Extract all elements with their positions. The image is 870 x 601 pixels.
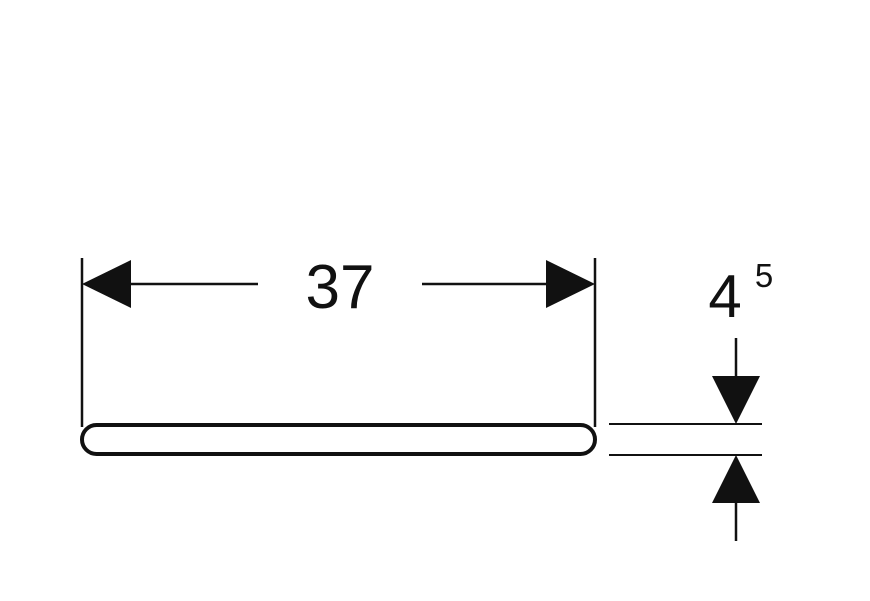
thickness-dimension-label: 4 bbox=[708, 263, 741, 330]
thickness-arrow-down bbox=[712, 376, 760, 424]
thickness-arrow-up bbox=[712, 455, 760, 503]
width-dimension-label: 37 bbox=[306, 253, 375, 322]
plate-profile bbox=[80, 423, 597, 456]
thickness-dimension-superscript: 5 bbox=[755, 257, 773, 294]
width-arrow-left bbox=[82, 260, 131, 308]
width-arrow-right bbox=[546, 260, 595, 308]
